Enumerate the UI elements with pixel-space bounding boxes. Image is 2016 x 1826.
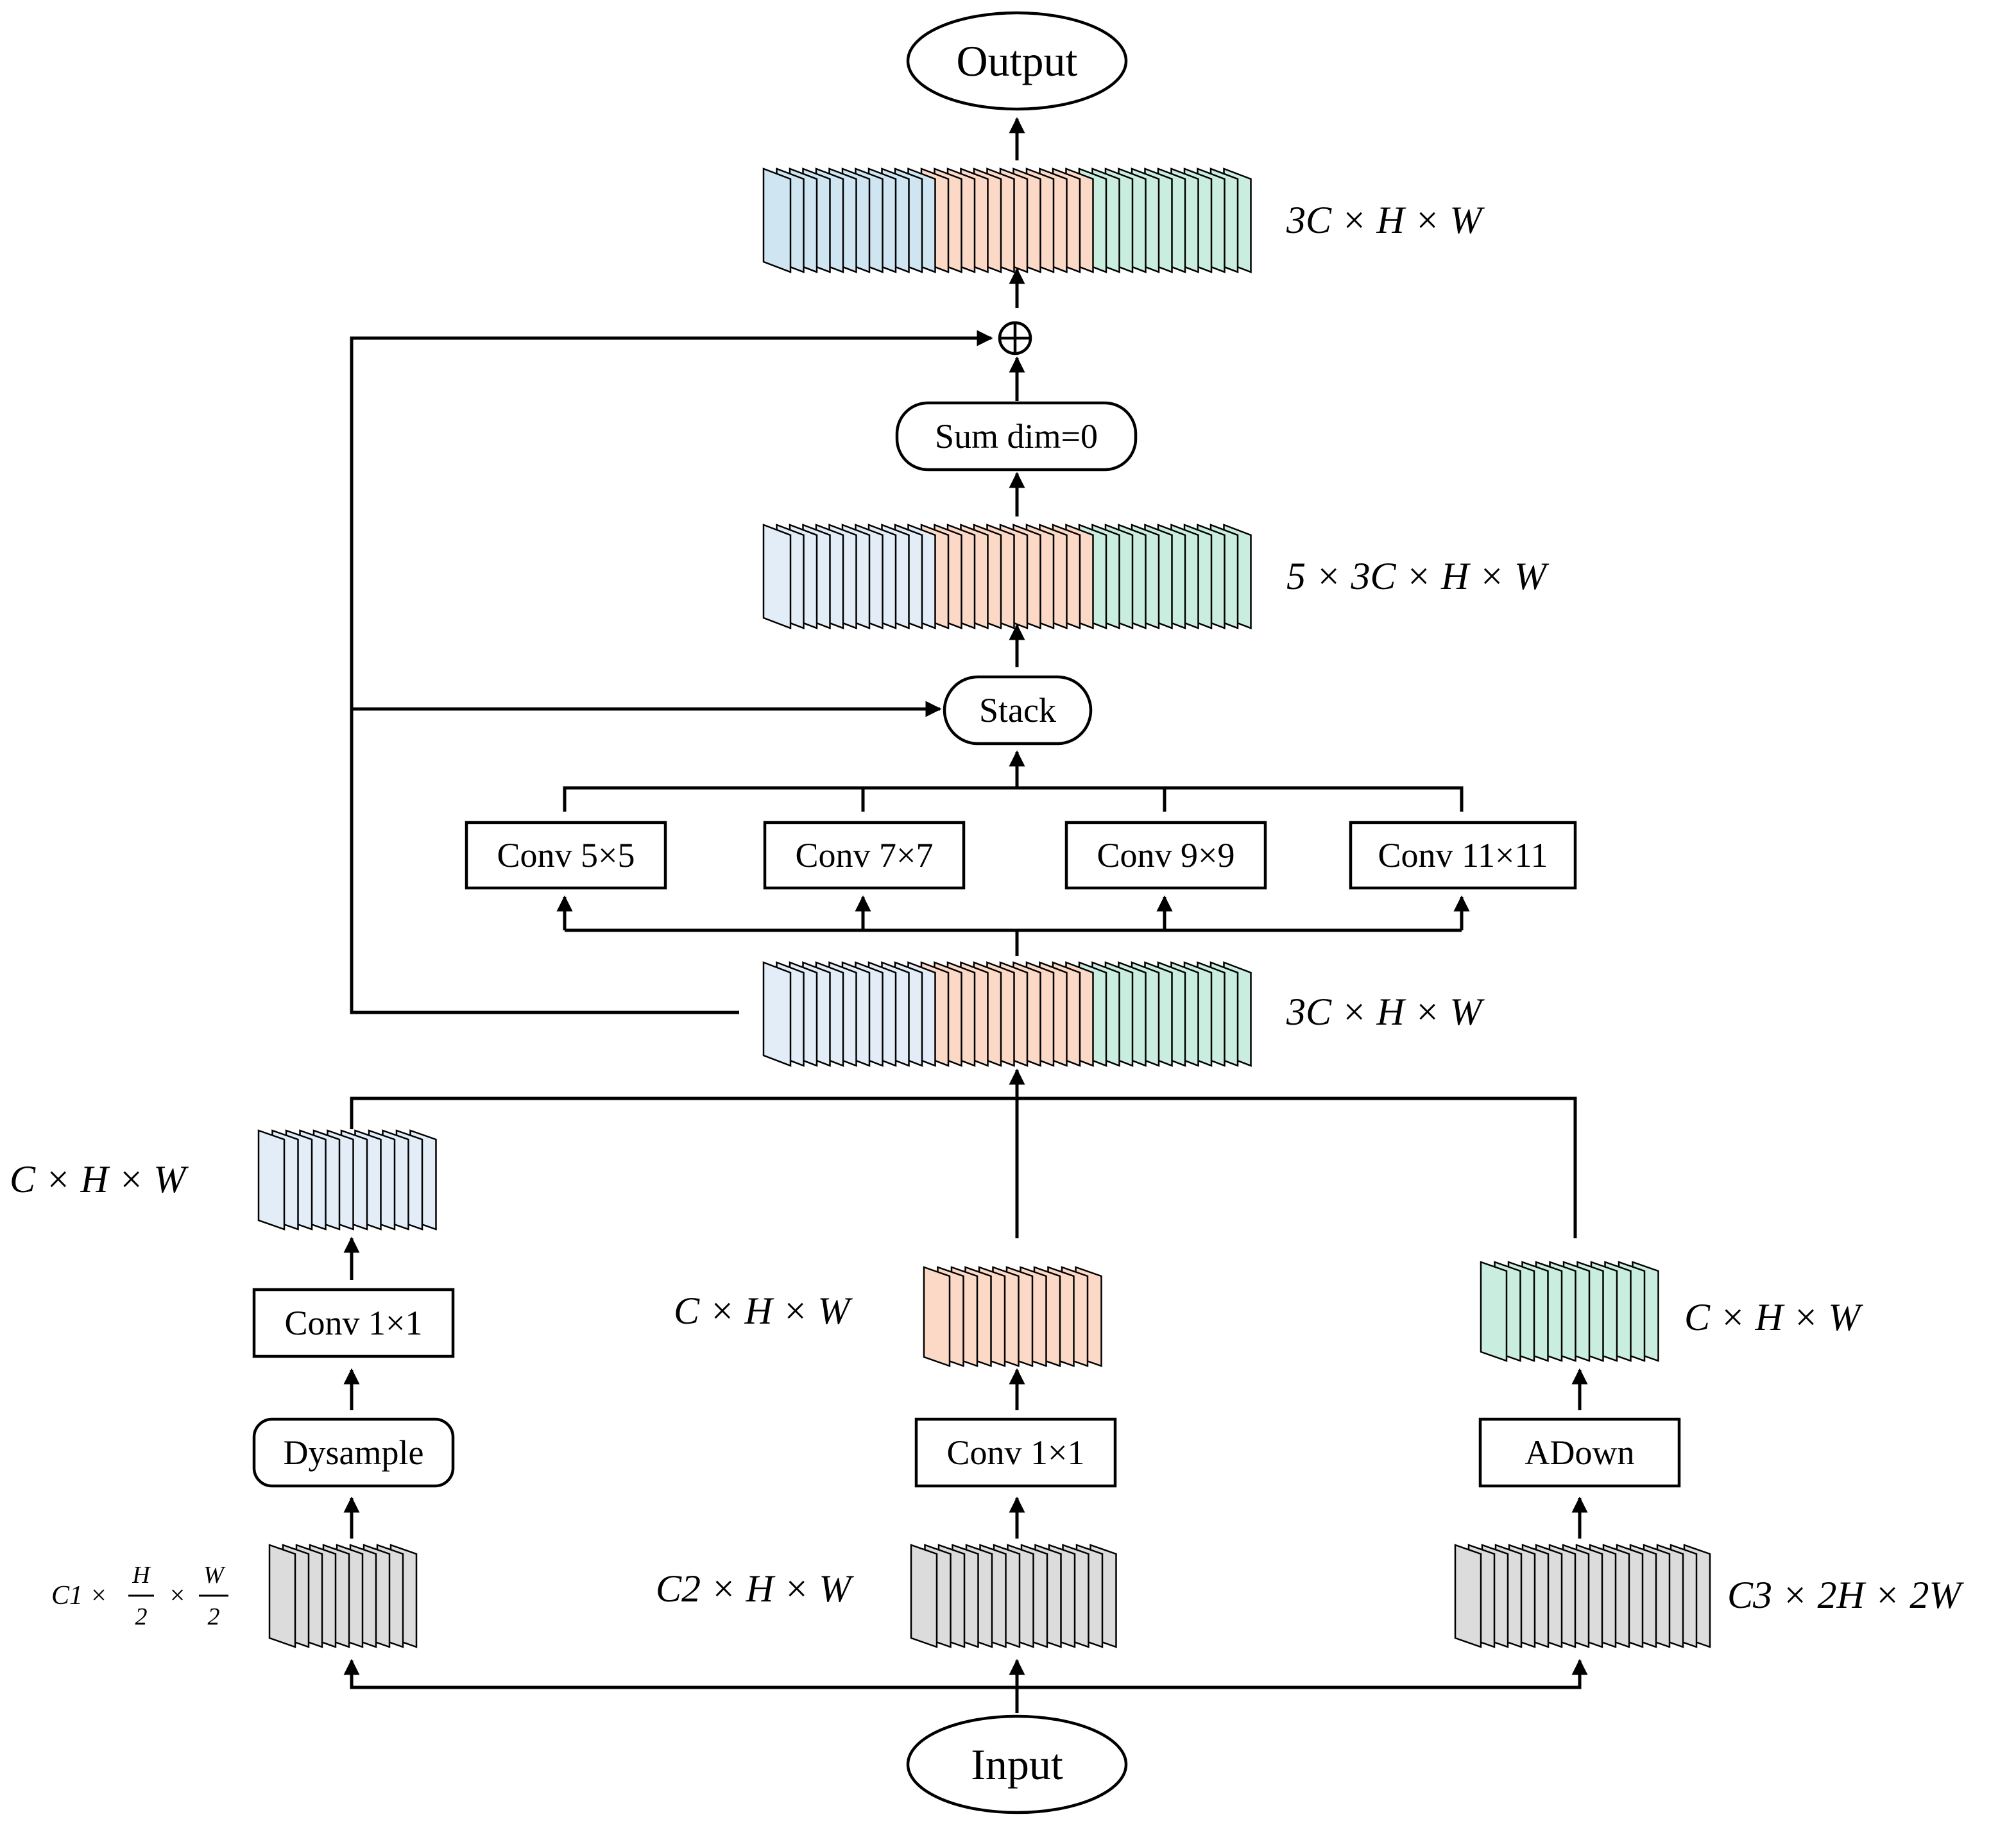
input-node: Input bbox=[906, 1714, 1128, 1814]
conv1x1-left-node: Conv 1×1 bbox=[252, 1288, 455, 1358]
concat-shape-label: 3C × H × W bbox=[1286, 991, 1485, 1033]
concat-feature-stack bbox=[762, 961, 1252, 1067]
input2-shape-label: C2 × H × W bbox=[656, 1567, 854, 1610]
adown-label: ADown bbox=[1525, 1433, 1635, 1472]
in1-h-numerator: H bbox=[132, 1562, 151, 1589]
conv7-label: Conv 7×7 bbox=[796, 836, 934, 875]
feature-map-plate bbox=[762, 524, 792, 629]
sum-node: Sum dim=0 bbox=[895, 401, 1138, 472]
in1-w-numerator: W bbox=[203, 1562, 226, 1589]
conv9-label: Conv 9×9 bbox=[1097, 836, 1235, 875]
conv1x1-mid-node: Conv 1×1 bbox=[914, 1417, 1117, 1488]
input-bus bbox=[350, 1662, 1582, 1689]
adown-node: ADown bbox=[1478, 1417, 1681, 1488]
conv11-node: Conv 11×11 bbox=[1349, 821, 1577, 890]
feature-map-plate bbox=[268, 1544, 296, 1648]
input1-feature-stack bbox=[268, 1544, 418, 1648]
conv5-label: Conv 5×5 bbox=[497, 836, 635, 875]
left-feature-stack bbox=[257, 1129, 437, 1231]
input3-shape-label: C3 × 2H × 2W bbox=[1727, 1574, 1964, 1616]
conv5-node: Conv 5×5 bbox=[465, 821, 667, 890]
in1-prefix: C1 × bbox=[51, 1581, 108, 1610]
stacked-shape-label: 5 × 3C × H × W bbox=[1286, 555, 1550, 597]
right-feature-stack bbox=[1480, 1261, 1659, 1362]
feature-map-plate bbox=[762, 961, 792, 1067]
conv11-label: Conv 11×11 bbox=[1378, 836, 1548, 875]
conv-output-bus bbox=[563, 786, 1464, 812]
right-feature-shape-label: C × H × W bbox=[1684, 1296, 1863, 1338]
feature-map-stacks bbox=[257, 167, 1711, 1648]
connectors bbox=[343, 117, 1588, 1713]
add-node bbox=[998, 321, 1032, 355]
conv1x1-left-label: Conv 1×1 bbox=[285, 1304, 423, 1342]
stack-label: Stack bbox=[979, 691, 1056, 730]
feature-map-plate bbox=[1480, 1261, 1508, 1362]
in1-h-denominator: 2 bbox=[135, 1603, 148, 1630]
stacked-feature-stack bbox=[762, 524, 1252, 629]
feature-map-plate bbox=[910, 1544, 938, 1648]
output-node: Output bbox=[906, 11, 1128, 111]
feature-map-plate bbox=[923, 1266, 951, 1367]
conv9-node: Conv 9×9 bbox=[1064, 821, 1267, 890]
in1-w-denominator: 2 bbox=[208, 1603, 220, 1630]
feature-map-plate bbox=[257, 1129, 286, 1231]
mid-feature-shape-label: C × H × W bbox=[674, 1290, 853, 1332]
sum-label: Sum dim=0 bbox=[935, 417, 1098, 456]
conv1x1-mid-label: Conv 1×1 bbox=[947, 1433, 1085, 1472]
output-shape-label: 3C × H × W bbox=[1286, 199, 1485, 241]
skip-connection-to-add bbox=[350, 330, 993, 1014]
dysample-label: Dysample bbox=[284, 1433, 424, 1472]
input1-shape-label: C1 × H 2 × W 2 bbox=[51, 1562, 228, 1630]
mid-feature-stack bbox=[923, 1266, 1102, 1367]
dysample-node: Dysample bbox=[252, 1417, 455, 1488]
in1-times: × bbox=[168, 1581, 186, 1610]
stack-node: Stack bbox=[943, 675, 1093, 746]
input3-feature-stack bbox=[1454, 1544, 1711, 1648]
left-feature-shape-label: C × H × W bbox=[10, 1158, 189, 1200]
output-label: Output bbox=[957, 37, 1078, 85]
conv7-node: Conv 7×7 bbox=[763, 821, 966, 890]
feature-map-plate bbox=[1454, 1544, 1482, 1648]
input-label: Input bbox=[971, 1740, 1063, 1789]
branch-merge-bus bbox=[350, 1096, 1577, 1238]
feature-map-plate bbox=[762, 167, 792, 273]
output-feature-stack bbox=[762, 167, 1252, 273]
input2-feature-stack bbox=[910, 1544, 1117, 1648]
